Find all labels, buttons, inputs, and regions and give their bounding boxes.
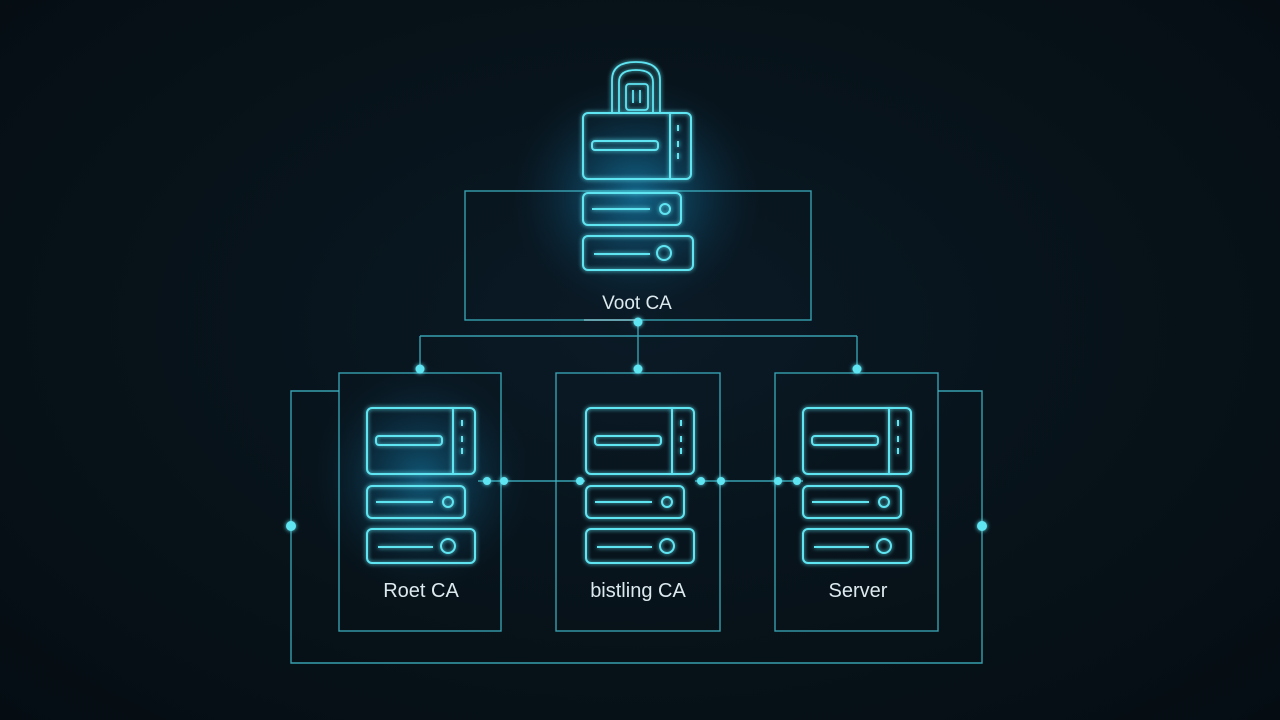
padlock-icon bbox=[611, 61, 661, 112]
node-label-3: Server bbox=[829, 580, 888, 602]
node-label-1: Roet CA bbox=[383, 580, 459, 602]
server-rack-icon bbox=[366, 407, 476, 564]
left-node-glow bbox=[311, 365, 531, 595]
connector-bus bbox=[419, 322, 858, 369]
server-rack-icon bbox=[585, 407, 695, 564]
top-node-glow bbox=[511, 75, 761, 315]
node-label-2: bistling CA bbox=[590, 580, 686, 602]
top-server-icon bbox=[582, 112, 694, 271]
outer-loop-connector bbox=[290, 390, 983, 664]
connector-dots bbox=[286, 317, 987, 531]
top-node-label: Voot CA bbox=[602, 293, 672, 314]
server-rack-icon bbox=[802, 407, 912, 564]
